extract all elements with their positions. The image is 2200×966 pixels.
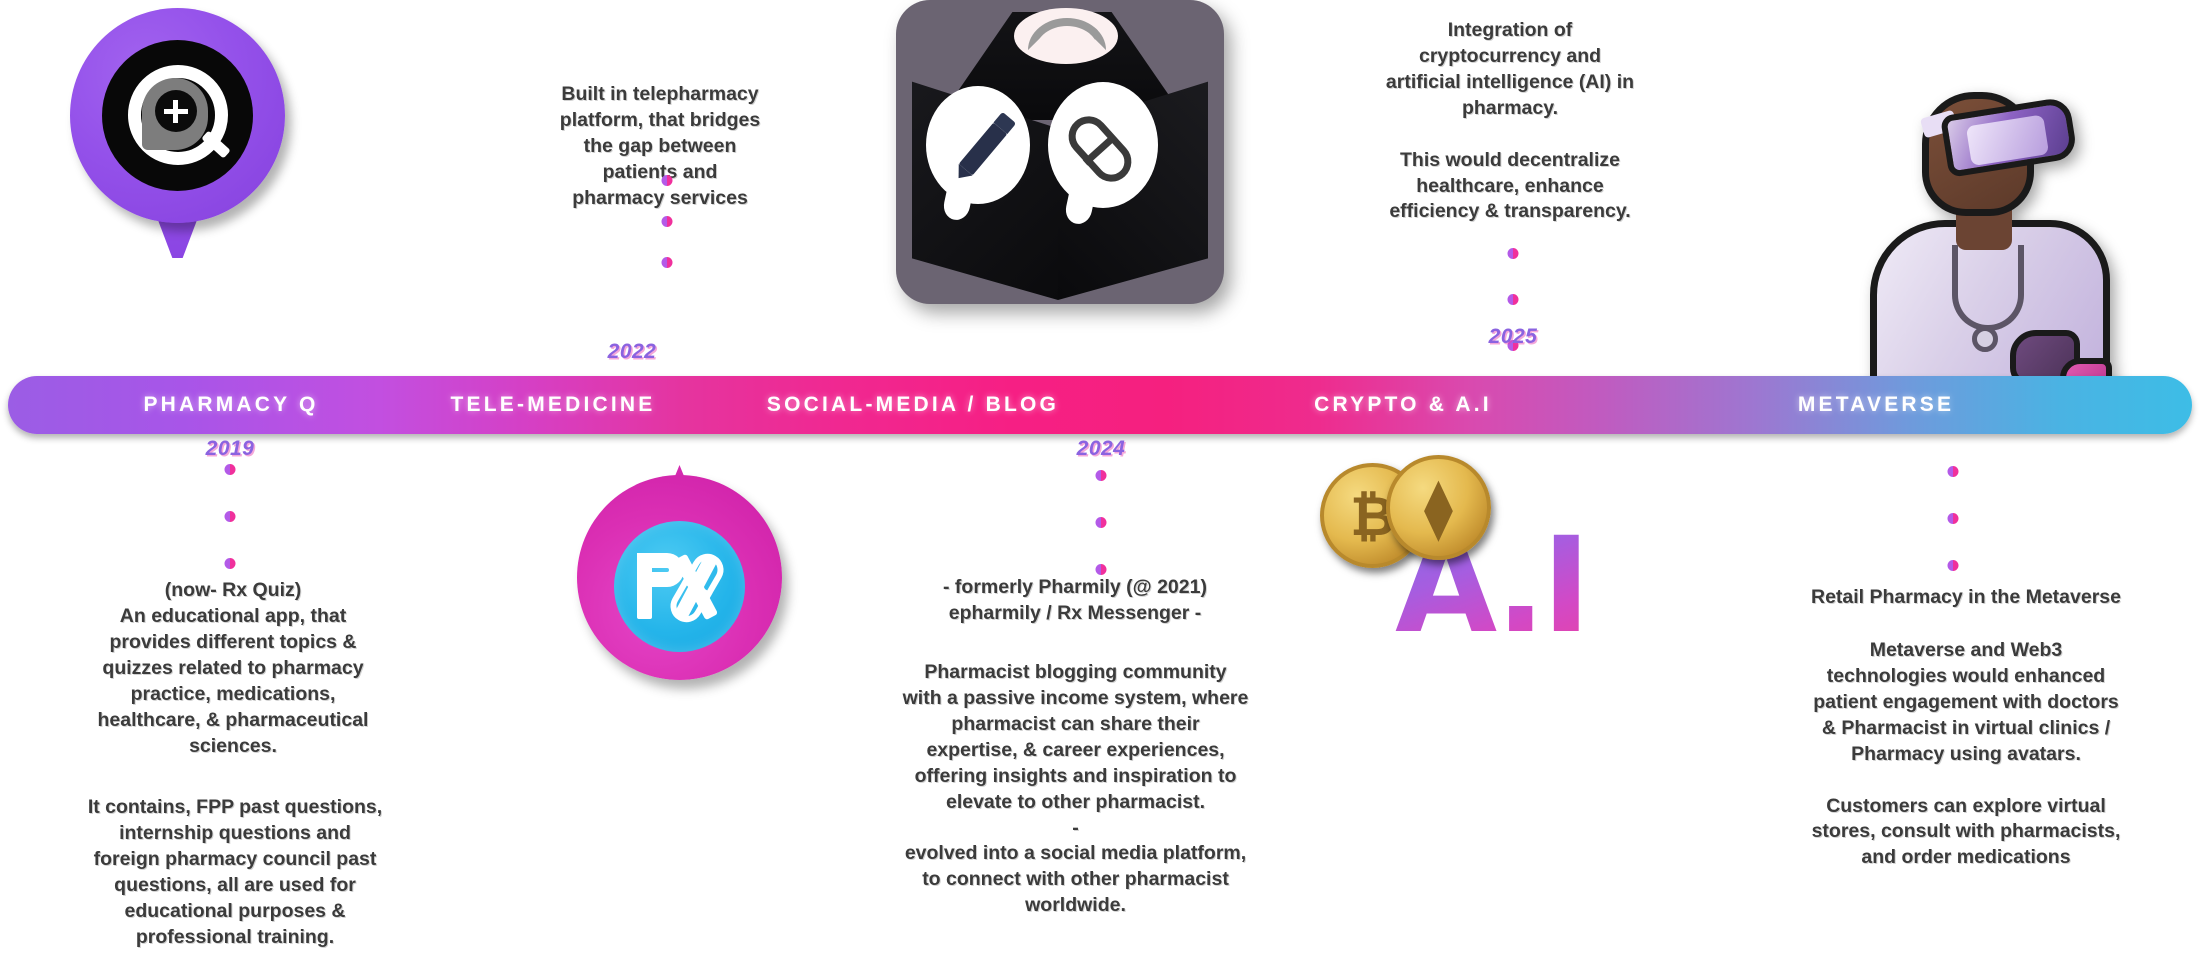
description-metaverse-part2: Metaverse and Web3 technologies would en… — [1811, 639, 2121, 869]
year-2024: 2024 — [1076, 437, 1126, 460]
stethoscope-icon — [1952, 245, 2024, 331]
pin-body — [70, 8, 285, 223]
connector-dot — [224, 464, 236, 475]
px-teardrop-logo-icon — [577, 465, 782, 680]
timeline-bar: PHARMACY Q TELE-MEDICINE SOCIAL-MEDIA / … — [8, 376, 2192, 434]
connector-dots-pharmacy-q — [224, 464, 236, 569]
connector-dots-crypto-ai — [1507, 248, 1519, 351]
px-p-bowl — [637, 553, 684, 587]
milestone-label-metaverse[interactable]: METAVERSE — [1797, 393, 1955, 416]
connector-dots-tele-medicine — [661, 175, 673, 268]
stethoscope-bell — [1972, 326, 1998, 352]
year-2025: 2025 — [1488, 325, 1538, 348]
plus-icon-v — [173, 100, 178, 123]
connector-dot — [1095, 564, 1107, 575]
connector-dot — [1095, 470, 1107, 481]
vr-pharmacist-icon — [1860, 40, 2160, 395]
year-2019: 2019 — [205, 437, 255, 460]
connector-dot — [1947, 513, 1959, 524]
connector-dot — [224, 558, 236, 569]
description-tele-medicine: Built in telepharmacy platform, that bri… — [559, 83, 761, 209]
milestone-label-social-media-blog[interactable]: SOCIAL-MEDIA / BLOG — [766, 393, 1060, 416]
connector-dot — [1095, 517, 1107, 528]
connector-dot — [1507, 248, 1519, 259]
pin-disc — [102, 40, 253, 191]
connector-dot — [661, 175, 673, 186]
description-pharmacy-q-part1: (now- Rx Quiz) An educational app, that … — [97, 579, 369, 757]
connector-dot — [224, 511, 236, 522]
social-cube-icon — [890, 0, 1230, 394]
description-social-media-part2: Pharmacist blogging community with a pas… — [902, 661, 1249, 917]
vr-lens — [1965, 114, 2050, 167]
connector-dot — [1507, 294, 1519, 305]
px-circle — [614, 521, 745, 652]
description-pharmacy-q-part2: It contains, FPP past questions, interns… — [87, 796, 383, 948]
bitcoin-ethereum-coins-icon: ₿ ⧫ — [1320, 455, 1520, 575]
description-crypto-ai: Integration of cryptocurrency and artifi… — [1385, 19, 1635, 223]
connector-dot — [1947, 466, 1959, 477]
milestone-label-tele-medicine[interactable]: TELE-MEDICINE — [450, 393, 656, 416]
map-pin-pharmacy-q-logo-icon — [70, 8, 285, 258]
description-metaverse-part1: Retail Pharmacy in the Metaverse — [1811, 586, 2121, 608]
connector-dot — [661, 257, 673, 268]
connector-dots-metaverse — [1947, 466, 1959, 571]
description-social-media-part1: - formerly Pharmily (@ 2021) epharmily /… — [943, 576, 1207, 624]
connector-dot — [661, 216, 673, 227]
connector-dots-social-media — [1095, 470, 1107, 575]
ethereum-coin-icon: ⧫ — [1386, 455, 1491, 560]
year-2022: 2022 — [607, 340, 657, 363]
connector-dot — [1947, 560, 1959, 571]
connector-dot — [1507, 340, 1519, 351]
milestone-label-pharmacy-q[interactable]: PHARMACY Q — [143, 393, 319, 416]
milestone-label-crypto-ai[interactable]: CRYPTO & A.I — [1314, 393, 1492, 416]
